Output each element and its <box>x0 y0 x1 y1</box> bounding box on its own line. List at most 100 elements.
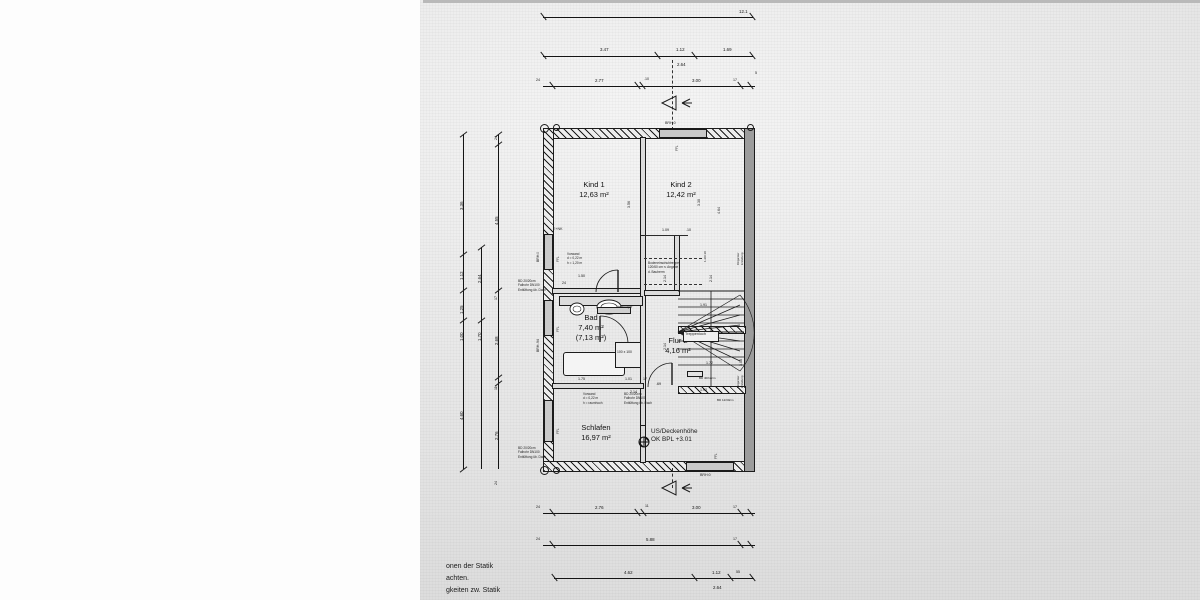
stairwell-label: Treppenloch <box>685 332 706 336</box>
dim-2-68: 2.68 <box>494 336 499 345</box>
wall-partition-kind <box>640 137 646 237</box>
dim-2-14-d: 2.14 <box>630 390 637 394</box>
wall-party-right <box>744 128 755 472</box>
grid-bubble <box>553 467 560 474</box>
dim-2-14-a: 2.14 <box>663 275 667 282</box>
dim-17-bottom: 17 <box>733 505 737 509</box>
room-name: Flur 2 <box>668 336 688 345</box>
grid-bubble <box>540 466 549 475</box>
brh-0-left: BRH:0 <box>536 252 540 262</box>
brh-label-top: BRH:0 <box>665 121 676 125</box>
dim-2-76-bottom: 2.76 <box>595 505 604 510</box>
loft-ladder-outline-top <box>644 258 702 259</box>
dim-line-bottom-2 <box>543 545 755 546</box>
room-area: 12,42 m² <box>666 190 696 200</box>
dim-line-left-outer <box>463 134 464 469</box>
dim-1-69: 1.69 <box>723 47 732 52</box>
shower-size-label: 100 x 100 <box>617 350 632 354</box>
prewall-note-b: Vorwand d = 0,22 m h = raumhoch <box>583 392 603 405</box>
room-label-bad: Bad 7,40 m² (7,13 m²) <box>576 313 606 343</box>
dim-4-62: 4.62 <box>624 570 633 575</box>
room-label-kind-1: Kind 1 12,63 m² <box>579 180 609 200</box>
dim-line-1-75 <box>556 383 642 384</box>
dim-1-72: 1.72 <box>706 361 713 365</box>
footer-line-3: gkeiten zw. Statik <box>446 587 501 594</box>
footer-line-2: achten. <box>446 575 469 582</box>
dim-3-56: 3.56 <box>627 201 631 208</box>
room-area: 12,63 m² <box>579 190 609 200</box>
lintel-right-label: BD 12/30cm <box>717 398 734 402</box>
brh-label-bottom: BRH:0 <box>700 473 711 477</box>
dim-2-14-c: 2.14 <box>663 343 667 350</box>
dim-1-25: 1.25 <box>459 305 464 314</box>
dim-2-76-left: 2.76 <box>494 431 499 440</box>
radiator-icon <box>597 307 631 314</box>
dim-1-12: 1.12 <box>676 47 685 52</box>
dim-24-bottom-2: 24 <box>536 537 540 541</box>
section-arrow-top <box>660 95 692 111</box>
dim-11-bottom: 11 <box>645 504 649 508</box>
dim-11-left-2: 11 <box>494 386 498 390</box>
ffl-left-1: FFL <box>556 256 560 262</box>
dim-1-70: 1.70 <box>477 332 482 341</box>
dim-2-14-b: 2.14 <box>709 275 713 282</box>
dim-55: 55 <box>736 570 740 574</box>
stairwell-box <box>683 331 719 342</box>
window-schlafen-left <box>544 400 553 442</box>
room-name: Kind 1 <box>583 180 605 189</box>
dim-1-75: 1.75 <box>578 377 585 381</box>
toilet-icon <box>569 302 585 316</box>
door-swing-bad-upper <box>595 269 619 293</box>
door-swing-flur <box>647 362 673 388</box>
dim-0-10: .10 <box>644 77 649 81</box>
ffl-label-top: FFL <box>675 145 679 151</box>
window-kind-1 <box>544 234 553 270</box>
dim-5: 5 <box>755 71 757 75</box>
section-arrow-bottom <box>660 480 692 496</box>
dim-3-30: 3.30 <box>697 199 701 206</box>
dim-line-1-09 <box>644 235 688 236</box>
downpipe-note-b: BD 20/20cm Fallrohr DN100 Entlüftung üb.… <box>624 392 652 405</box>
ffl-label-bottom: FFL <box>714 453 718 459</box>
dim-24-left: 24 <box>494 136 498 140</box>
dim-2-64: 2.64 <box>677 62 686 67</box>
dim-1-91: 1.91 <box>700 303 707 307</box>
prewall-note-a: Vorwand d = 0,22 m h = 1,20 m <box>567 252 583 265</box>
dim-3-47: 3.47 <box>600 47 609 52</box>
window-kind-2 <box>659 129 707 138</box>
level-mark-icon <box>638 436 650 448</box>
dim-3-36: 3.36 <box>459 201 464 210</box>
dim-5-88: 5.88 <box>646 537 655 542</box>
dim-2-64-left: 2.64 <box>477 274 482 283</box>
room-area: 4,16 m² <box>665 346 691 356</box>
level-bpl-label: OK BPL +3.01 <box>651 436 692 443</box>
dim-0-69: .69 <box>656 382 661 386</box>
dim-17-int: 17 <box>643 377 647 381</box>
loft-ladder-outline-bottom <box>644 284 702 285</box>
grid-bubble <box>553 124 560 131</box>
dim-line-top-1 <box>543 17 753 18</box>
dim-1-12-bottom: 1.12 <box>712 570 721 575</box>
room-name: Schlafen <box>581 423 611 432</box>
room-area-alt: (7,13 m²) <box>575 333 607 343</box>
brh-94-left: BRH:.94 <box>536 339 540 352</box>
dim-1-01: 1.01 <box>625 377 632 381</box>
e-nk-label: E+NK <box>553 227 563 231</box>
downpipe-note-a: BD 20/20cm Fallrohr DN100 Entlüftung üb.… <box>518 279 546 292</box>
dim-1-50: 1.50 <box>578 274 585 278</box>
bathtub-icon <box>563 352 625 376</box>
loft-ladder-note: Bodeneinschubtreppe 120/60 cm n. Angabe … <box>648 261 680 274</box>
grid-bubble <box>540 124 549 133</box>
window-bad <box>544 300 553 336</box>
room-label-kind-2: Kind 2 12,42 m² <box>666 180 696 200</box>
dim-2-77: 2.77 <box>595 78 604 83</box>
room-area: 16,97 m² <box>581 433 611 443</box>
door-swing-bad-lower <box>599 315 629 345</box>
dim-4-55: 4.55 <box>494 216 499 225</box>
dim-line-left-inner <box>481 247 482 469</box>
wall-exterior-top <box>543 128 755 139</box>
lintel-symbol <box>687 371 703 377</box>
dim-4-60: 4.60 <box>459 411 464 420</box>
dim-3-00-bottom: 3.00 <box>692 505 701 510</box>
